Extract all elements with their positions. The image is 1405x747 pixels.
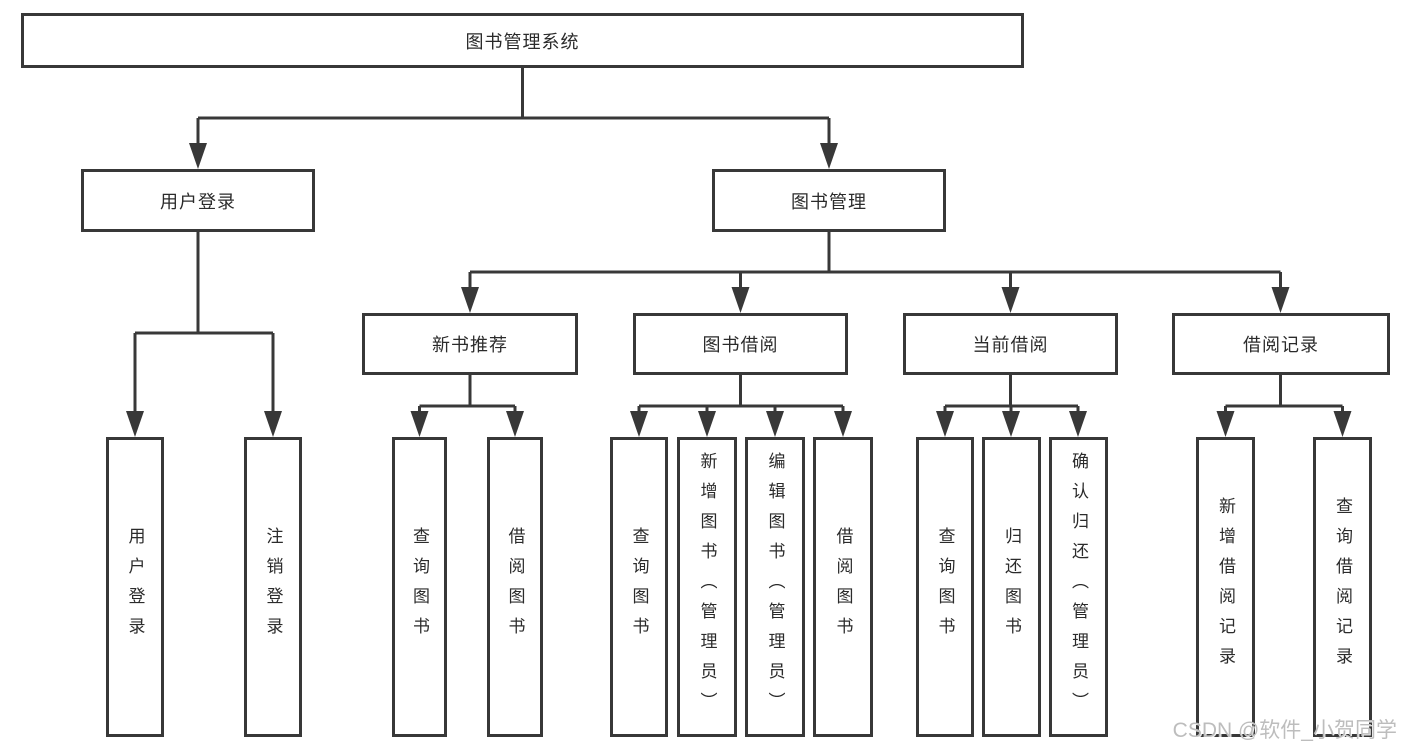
node-label: 图书借阅	[702, 335, 779, 355]
leaf-return-books: 归还图书	[982, 437, 1041, 737]
leaf-query-books-current: 查询图书	[916, 437, 974, 737]
node-book-management: 图书管理	[712, 169, 946, 232]
node-new-book-recommendation: 新书推荐	[362, 313, 578, 375]
node-label: 用户登录	[125, 527, 145, 647]
node-label: 借阅图书	[833, 527, 853, 647]
node-label: 确认归还（管理员）	[1069, 452, 1088, 722]
node-user-login: 用户登录	[81, 169, 315, 232]
node-label: 查询图书	[935, 527, 955, 647]
branch-new-book-recommendation	[410, 375, 524, 437]
node-label: 新书推荐	[432, 335, 508, 355]
node-label: 编辑图书（管理员）	[765, 452, 785, 722]
node-current-borrowing: 当前借阅	[903, 313, 1118, 375]
node-label: 查询图书	[629, 527, 649, 647]
branch-current-borrowing	[936, 375, 1087, 437]
branch-user-login	[126, 232, 282, 437]
leaf-edit-books-admin: 编辑图书（管理员）	[745, 437, 805, 737]
node-label: 注销登录	[263, 527, 283, 647]
node-label: 查询图书	[410, 527, 429, 647]
leaf-logout-login: 注销登录	[244, 437, 302, 737]
node-label: 查询借阅记录	[1333, 497, 1352, 677]
leaf-borrow-books-recommend: 借阅图书	[487, 437, 543, 737]
node-label: 新增借阅记录	[1216, 497, 1235, 677]
leaf-query-books-recommend: 查询图书	[392, 437, 447, 737]
branch-borrowing-records	[1216, 375, 1352, 437]
branch-root	[189, 68, 838, 169]
node-book-borrowing: 图书借阅	[633, 313, 848, 375]
node-label: 用户登录	[160, 191, 236, 212]
leaf-borrow-books-borrowing: 借阅图书	[813, 437, 873, 737]
node-label: 归还图书	[1002, 527, 1021, 647]
csdn-watermark: CSDN @软件_小贺同学	[1172, 719, 1397, 742]
leaf-user-login: 用户登录	[106, 437, 164, 737]
node-label: 当前借阅	[972, 335, 1049, 355]
leaf-add-borrow-record: 新增借阅记录	[1196, 437, 1255, 737]
leaf-confirm-return-admin: 确认归还（管理员）	[1049, 437, 1108, 737]
leaf-add-books-admin: 新增图书（管理员）	[677, 437, 737, 737]
branch-book-borrowing	[630, 375, 852, 437]
node-borrowing-records: 借阅记录	[1172, 313, 1390, 375]
node-label: 图书管理	[791, 191, 867, 212]
node-label: 图书管理系统	[465, 31, 580, 52]
leaf-query-books-borrowing: 查询图书	[610, 437, 668, 737]
node-label: 借阅图书	[505, 527, 525, 647]
branch-book-management	[461, 232, 1290, 313]
node-root: 图书管理系统	[21, 13, 1024, 68]
node-label: 新增图书（管理员）	[697, 452, 717, 722]
leaf-query-borrow-record: 查询借阅记录	[1313, 437, 1372, 737]
node-label: 借阅记录	[1243, 335, 1319, 355]
